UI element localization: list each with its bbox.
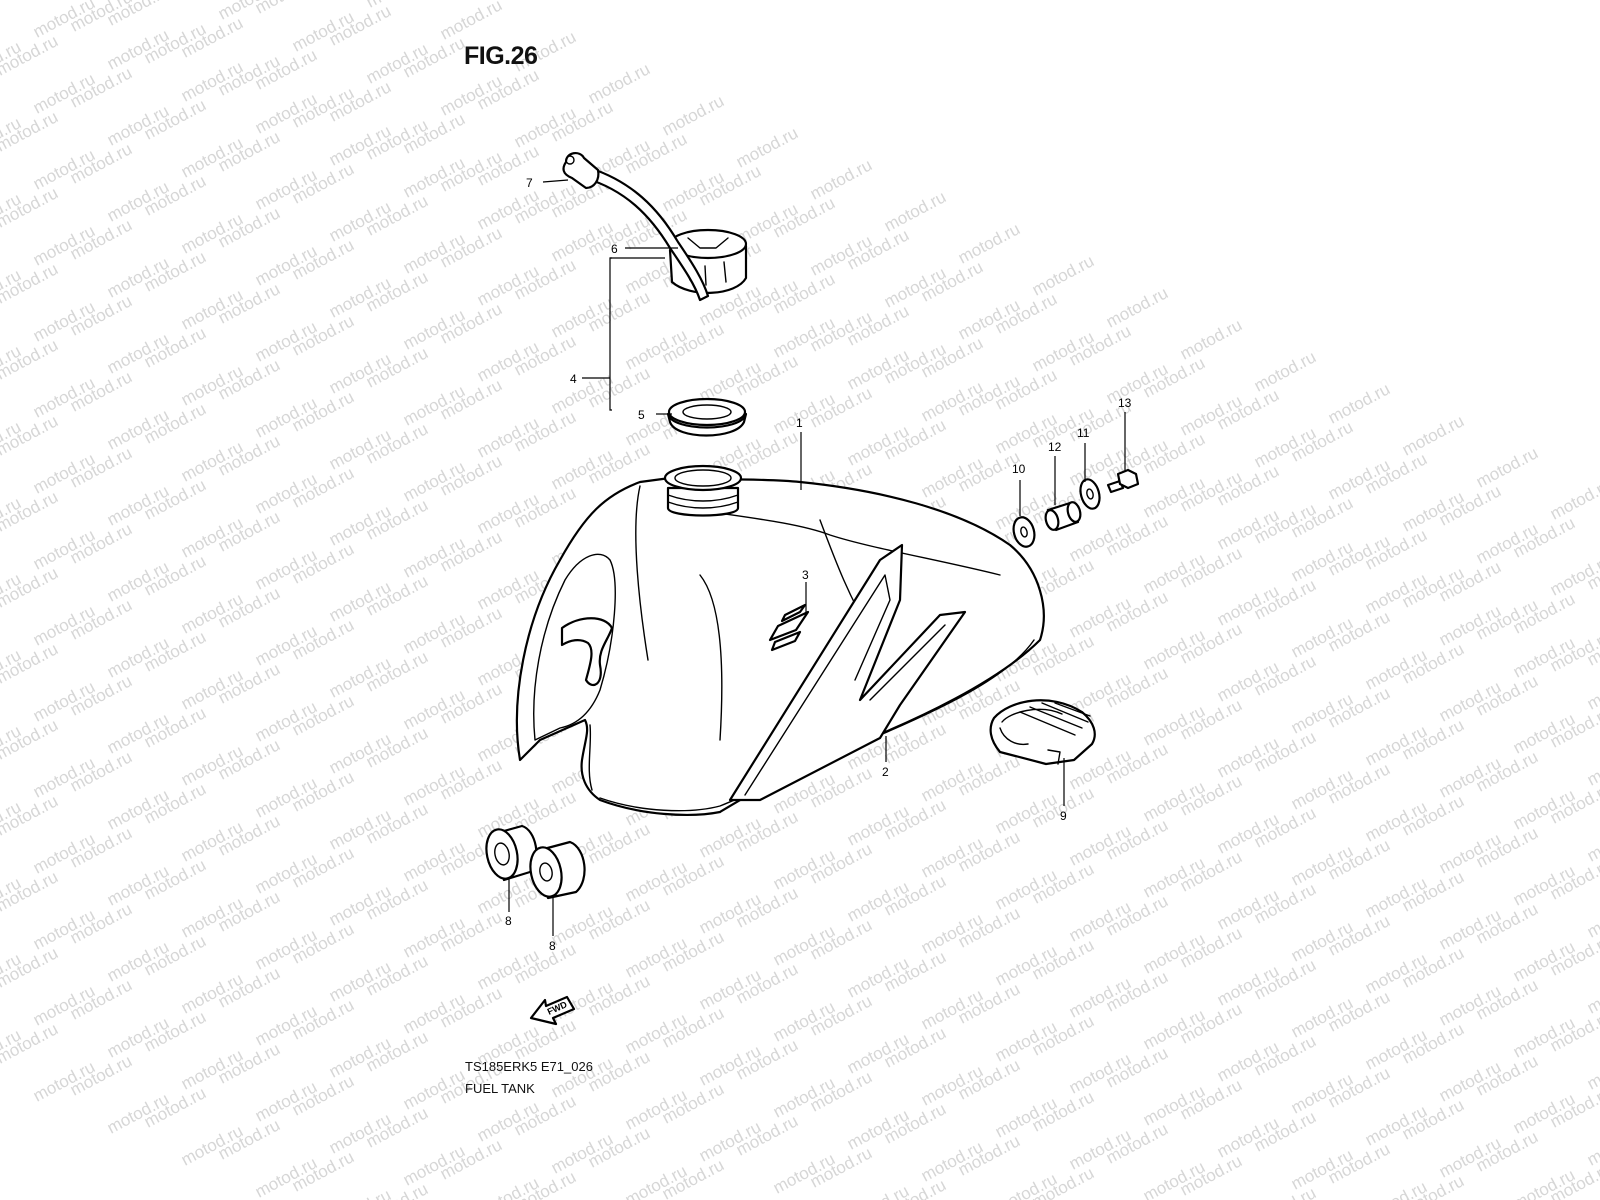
callout-7: 7	[526, 176, 533, 190]
callout-10: 10	[1012, 462, 1026, 476]
callout-9: 9	[1060, 809, 1067, 823]
callout-1: 1	[796, 416, 803, 430]
callout-11: 11	[1077, 426, 1090, 440]
callout-8a: 8	[505, 914, 512, 928]
callout-12: 12	[1048, 440, 1062, 454]
callout-3: 3	[802, 568, 809, 582]
diagram-name: FUEL TANK	[465, 1081, 535, 1096]
callout-5: 5	[638, 408, 645, 422]
washer-10	[1012, 516, 1036, 548]
collar-12	[1044, 501, 1082, 532]
diagram-code: TS185ERK5 E71_026	[465, 1059, 593, 1074]
tank-rear-cushion	[989, 699, 1096, 766]
bolt-13	[1106, 468, 1140, 494]
callout-8b: 8	[549, 939, 556, 953]
callout-2: 2	[882, 765, 889, 779]
callout-4: 4	[570, 372, 577, 386]
callout-numbers: 1 2 3 4 5 6 7 8 8 9 10 11 12 13	[505, 176, 1132, 953]
tank-cushion-2	[529, 840, 586, 900]
forward-direction-arrow: FWD	[529, 995, 576, 1026]
washer-11	[1079, 478, 1101, 510]
suzuki-emblem	[768, 603, 810, 652]
hose-clip	[562, 152, 600, 190]
callout-13: 13	[1118, 396, 1132, 410]
tank-cushion-1	[485, 824, 538, 882]
fuel-tank-body	[515, 464, 1045, 816]
leader-lines	[508, 179, 1126, 936]
cap-gasket	[666, 397, 748, 437]
filler-neck	[663, 464, 743, 517]
figure-title: FIG.26	[464, 42, 538, 70]
fuel-cap	[668, 228, 748, 294]
callout-6: 6	[611, 242, 618, 256]
